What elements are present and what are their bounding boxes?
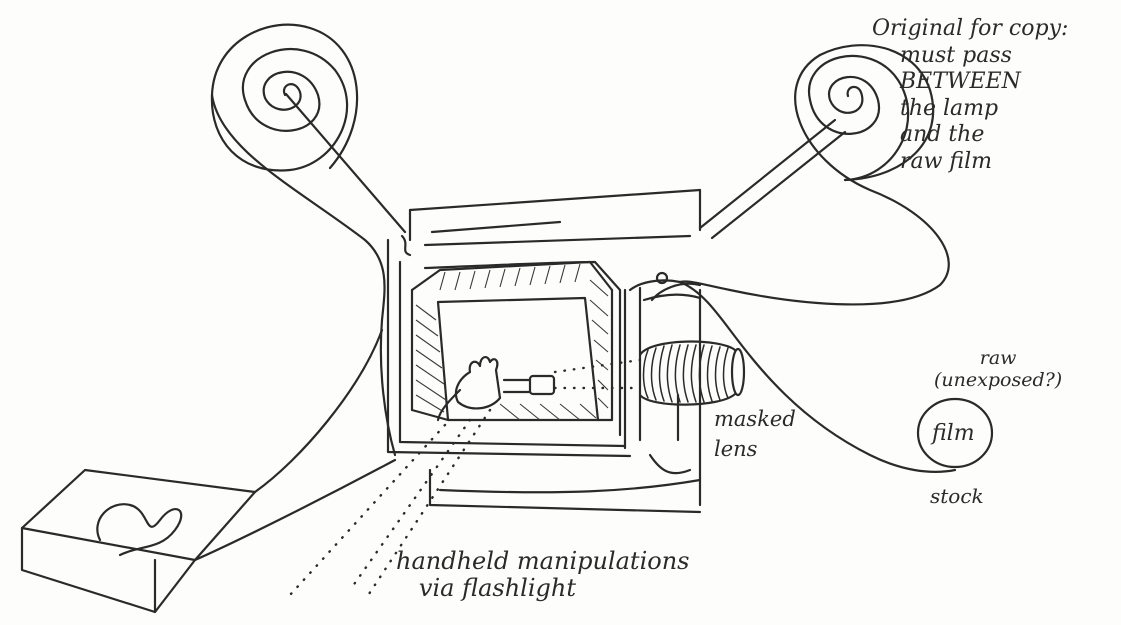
film-label: film [932,421,975,447]
hatch-bottom [500,404,596,420]
raw-unexposed-label: raw (unexposed?) [934,347,1062,391]
flashlight-hand [438,357,554,420]
left-pad [22,330,395,612]
left-reel [212,25,410,455]
masked-lens-label: masked lens [714,404,796,464]
masked-lens [640,342,744,405]
gate-window [412,262,612,420]
projector-top [410,190,700,245]
original-for-copy-note: Original for copy: must pass BETWEEN the… [872,16,1068,175]
hatch-left [416,305,446,412]
housing [388,240,700,505]
stock-label: stock [930,483,984,509]
handheld-manipulations-label: handheld manipulations via flashlight [396,548,689,602]
base [430,455,700,512]
